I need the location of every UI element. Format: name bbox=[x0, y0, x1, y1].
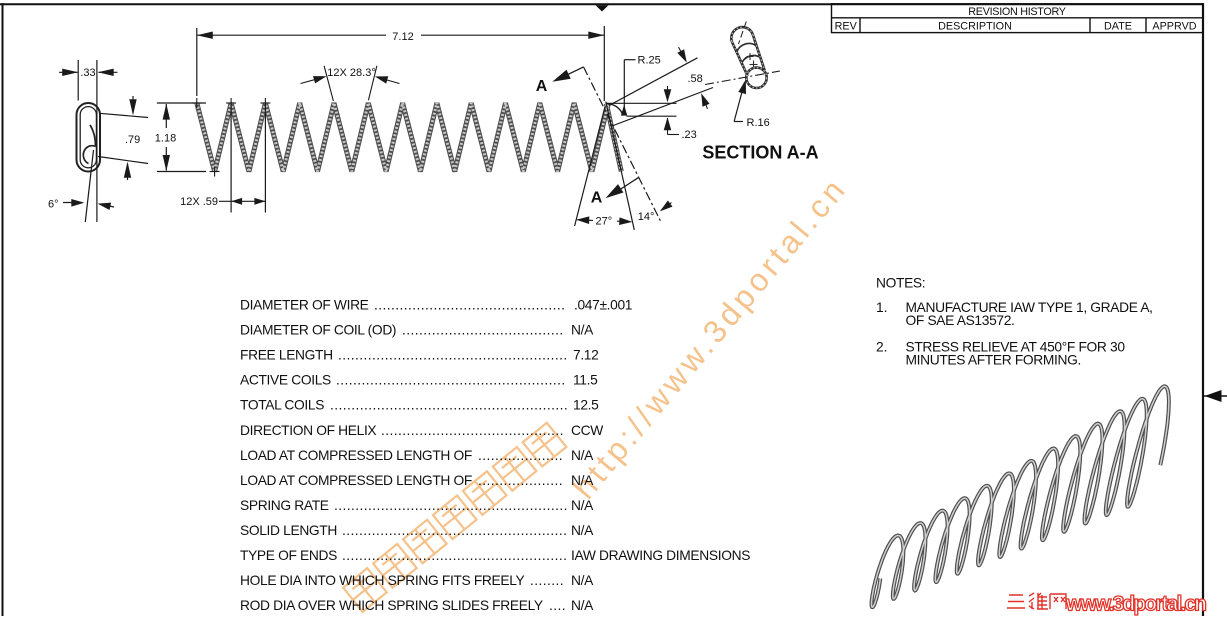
svg-text:TOTAL COILS: TOTAL COILS bbox=[240, 398, 324, 413]
svg-text:SPRING RATE: SPRING RATE bbox=[240, 498, 329, 513]
svg-text:SECTION A-A: SECTION A-A bbox=[702, 143, 818, 163]
svg-text:.58: .58 bbox=[688, 73, 703, 85]
svg-text:.33: .33 bbox=[80, 67, 95, 79]
svg-text:27°: 27° bbox=[596, 215, 613, 227]
svg-text:TYPE OF ENDS: TYPE OF ENDS bbox=[240, 548, 337, 563]
svg-text:.79: .79 bbox=[125, 134, 140, 146]
svg-text:..............................: ........................................… bbox=[374, 297, 565, 312]
svg-text:STRESS RELIEVE AT 450°F FOR 30: STRESS RELIEVE AT 450°F FOR 30 bbox=[906, 339, 1126, 354]
svg-text:CCW: CCW bbox=[571, 423, 603, 438]
svg-text:LOAD AT COMPRESSED LENGTH OF: LOAD AT COMPRESSED LENGTH OF bbox=[240, 473, 472, 488]
svg-text:DATE: DATE bbox=[1104, 21, 1132, 33]
svg-text:ACTIVE COILS: ACTIVE COILS bbox=[240, 373, 331, 388]
svg-text:A: A bbox=[536, 78, 548, 95]
svg-text:..............................: ........................................… bbox=[381, 423, 564, 438]
svg-text:REV: REV bbox=[835, 21, 858, 33]
svg-text:........: ........ bbox=[530, 573, 564, 588]
svg-text:N/A: N/A bbox=[571, 573, 594, 588]
svg-text:....................: .................... bbox=[478, 473, 563, 488]
svg-text:DIAMETER OF COIL (OD): DIAMETER OF COIL (OD) bbox=[240, 322, 396, 337]
svg-text:7.12: 7.12 bbox=[573, 348, 598, 363]
svg-text:12X 28.3°: 12X 28.3° bbox=[327, 67, 375, 79]
svg-text:R.16: R.16 bbox=[747, 117, 770, 129]
svg-text:N/A: N/A bbox=[571, 322, 594, 337]
svg-text:OF SAE AS13572.: OF SAE AS13572. bbox=[906, 313, 1015, 328]
svg-text:SOLID LENGTH: SOLID LENGTH bbox=[240, 523, 337, 538]
svg-text:..............................: ........................................… bbox=[342, 548, 567, 563]
svg-text:2.: 2. bbox=[876, 339, 888, 354]
svg-text:....: .... bbox=[549, 598, 566, 613]
svg-text:11.5: 11.5 bbox=[573, 373, 598, 388]
svg-text:.23: .23 bbox=[682, 129, 697, 141]
svg-text:12X .59: 12X .59 bbox=[180, 196, 218, 208]
svg-text:12.5: 12.5 bbox=[573, 398, 599, 413]
svg-text:DESCRIPTION: DESCRIPTION bbox=[938, 21, 1012, 33]
svg-text:NOTES:: NOTES: bbox=[876, 276, 925, 291]
svg-text:ROD DIA OVER WHICH SPRING SLID: ROD DIA OVER WHICH SPRING SLIDES FREELY bbox=[240, 598, 543, 613]
svg-text:..............................: ...................................... bbox=[402, 323, 564, 338]
svg-text:..............................: ........................................… bbox=[330, 398, 568, 413]
svg-text:....................: .................... bbox=[478, 448, 563, 463]
svg-text:..............................: ........................................… bbox=[334, 498, 568, 513]
svg-text:N/A: N/A bbox=[571, 473, 594, 488]
svg-text:MANUFACTURE IAW TYPE 1, GRADE: MANUFACTURE IAW TYPE 1, GRADE A, bbox=[906, 300, 1153, 315]
svg-text:N/A: N/A bbox=[571, 523, 594, 538]
svg-text:N/A: N/A bbox=[571, 448, 594, 463]
svg-text:7.12: 7.12 bbox=[392, 31, 413, 43]
svg-text:1.: 1. bbox=[876, 300, 888, 315]
svg-text:N/A: N/A bbox=[571, 598, 594, 613]
svg-text:DIRECTION OF HELIX: DIRECTION OF HELIX bbox=[240, 423, 376, 438]
svg-text:..............................: ........................................… bbox=[338, 348, 568, 363]
svg-text:www.3dportal.cn: www.3dportal.cn bbox=[1065, 593, 1207, 616]
svg-text:.047±.001: .047±.001 bbox=[574, 297, 632, 312]
svg-text:FREE LENGTH: FREE LENGTH bbox=[240, 348, 333, 363]
svg-text:LOAD AT COMPRESSED LENGTH OF: LOAD AT COMPRESSED LENGTH OF bbox=[240, 448, 472, 463]
svg-text:HOLE DIA INTO WHICH SPRING FIT: HOLE DIA INTO WHICH SPRING FITS FREELY bbox=[240, 573, 525, 588]
svg-text:..............................: ........................................… bbox=[336, 373, 566, 388]
svg-text:N/A: N/A bbox=[571, 498, 594, 513]
svg-text:DIAMETER OF WIRE: DIAMETER OF WIRE bbox=[240, 297, 369, 312]
svg-text:REVISION HISTORY: REVISION HISTORY bbox=[968, 6, 1065, 18]
svg-text:APPRVD: APPRVD bbox=[1152, 21, 1196, 33]
svg-text:14°: 14° bbox=[638, 211, 655, 223]
svg-text:R.25: R.25 bbox=[638, 55, 661, 67]
svg-text:..............................: ........................................… bbox=[342, 523, 567, 538]
svg-text:6°: 6° bbox=[48, 198, 59, 210]
svg-text:IAW DRAWING DIMENSIONS: IAW DRAWING DIMENSIONS bbox=[571, 548, 750, 563]
svg-text:MINUTES AFTER FORMING.: MINUTES AFTER FORMING. bbox=[906, 353, 1082, 368]
svg-text:1.18: 1.18 bbox=[155, 132, 176, 144]
svg-text:A: A bbox=[591, 190, 603, 207]
